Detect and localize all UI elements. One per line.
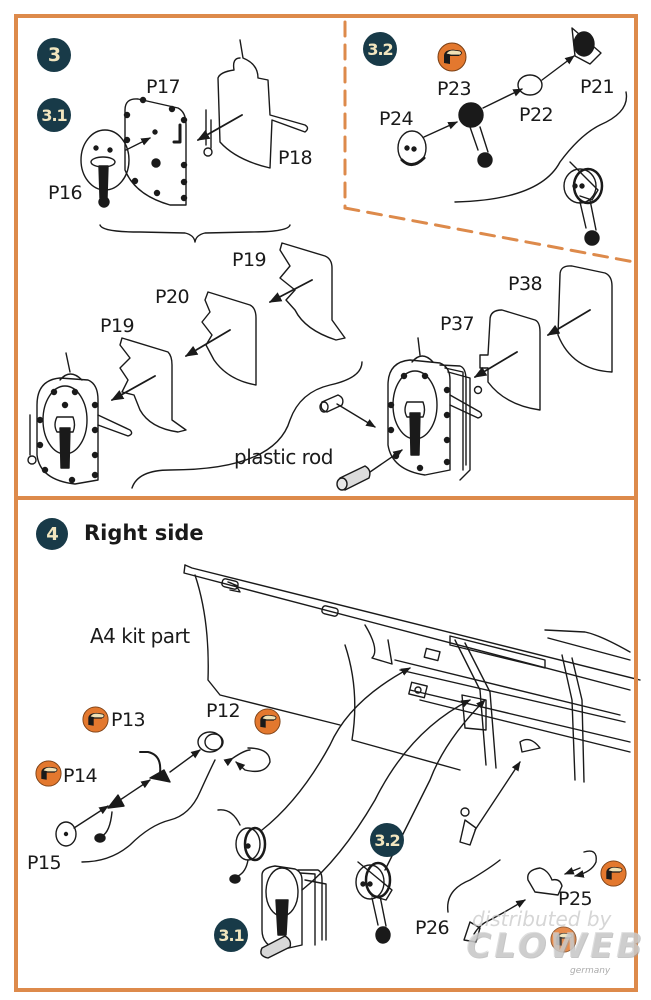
bend-part-icon-p26 [550,926,577,953]
label-p24: P24 [379,108,414,130]
label-p14: P14 [63,765,98,787]
part-p16-drawing [80,129,151,208]
step-4-panel [14,496,638,992]
stack-right-drawing [319,265,613,491]
label-p22: P22 [519,104,554,126]
substep-3-2-brace [454,91,628,203]
label-p13: P13 [111,709,146,731]
label-p18: P18 [278,147,313,169]
kit-part-a4-drawing [183,564,641,783]
substep-3-1-badge: 3.1 [37,98,71,132]
part-p18-drawing [196,39,309,169]
label-p17: P17 [146,76,181,98]
bend-part-icon-p14 [35,760,62,787]
label-p20: P20 [155,286,190,308]
step-4-badge: 4 [36,518,68,550]
stack-left-drawing [27,242,363,489]
label-p26: P26 [415,917,450,939]
step-4-substep-3-1-badge: 3.1 [214,918,248,952]
watermark-distributed: distributed by [472,907,612,931]
bend-part-icon-p12 [254,708,281,735]
label-p15: P15 [27,852,62,874]
substep-3-2-divider [343,20,636,264]
label-p23: P23 [437,78,472,100]
label-p38: P38 [508,273,543,295]
substep-3-1-brace [99,224,291,243]
watermark-country: germany [570,966,611,976]
watermark-logo: CLOWEB [466,926,645,966]
label-p12: P12 [206,700,241,722]
label-p19-upper: P19 [232,249,267,271]
kit-part-label: A4 kit part [90,624,190,648]
label-p25: P25 [558,888,593,910]
substep-3-2-parts [397,27,628,246]
step-4-title: Right side [84,521,204,545]
step-4-substep-3-2-badge: 3.2 [370,823,404,857]
bend-part-icon [437,42,467,72]
substep-3-2-badge: 3.2 [363,32,397,66]
label-p37: P37 [440,313,475,335]
step-3-badge: 3 [37,38,71,72]
bend-part-icon-p25 [600,860,627,887]
label-p19-lower: P19 [100,315,135,337]
bend-part-icon-p13 [82,706,109,733]
step4-small-parts [55,667,597,959]
plastic-rod-note: plastic rod [234,445,333,469]
label-p16: P16 [48,182,83,204]
label-p21: P21 [580,76,615,98]
part-p17-drawing [123,96,188,206]
